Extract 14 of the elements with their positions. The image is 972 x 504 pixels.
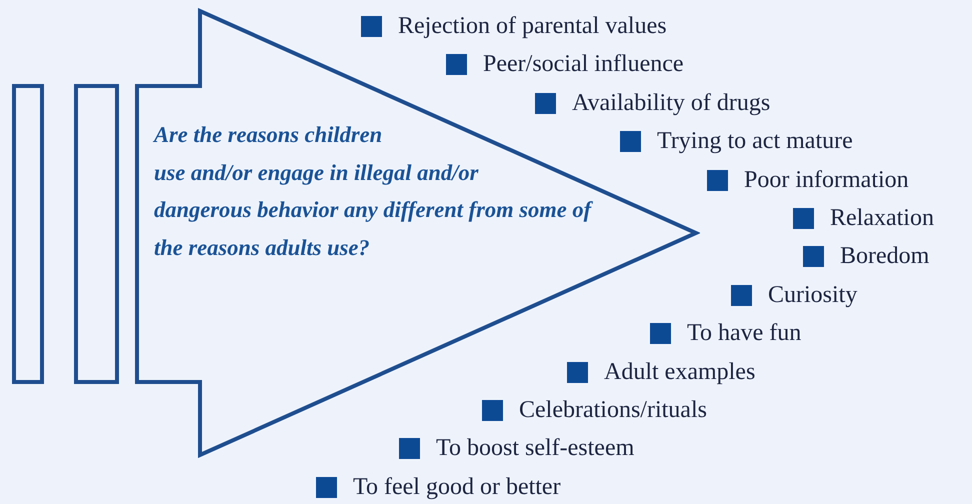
list-item-text: To feel good or better — [353, 472, 561, 501]
list-item-text: Relaxation — [830, 204, 934, 232]
list-item-text: Boredom — [840, 242, 930, 270]
list-item-text: Poor information — [744, 166, 909, 194]
list-item-text: Curiosity — [768, 280, 858, 309]
question-text: Are the reasons children use and/or engage in illegal and/or dangerous behavior any different from some of the reasons adults use? — [154, 121, 594, 262]
list-item-text: To boost self-esteem — [436, 434, 634, 462]
list-item-text: Celebrations/rituals — [519, 396, 707, 424]
list-item-text: Rejection of parental values — [398, 12, 667, 40]
list-item-text: Trying to act mature — [657, 127, 853, 156]
list-item-text: Peer/social influence — [483, 50, 684, 78]
list-item-text: Adult examples — [604, 358, 756, 386]
list-item-text: Availability of drugs — [572, 88, 770, 117]
list-item-text: To have fun — [687, 319, 802, 348]
